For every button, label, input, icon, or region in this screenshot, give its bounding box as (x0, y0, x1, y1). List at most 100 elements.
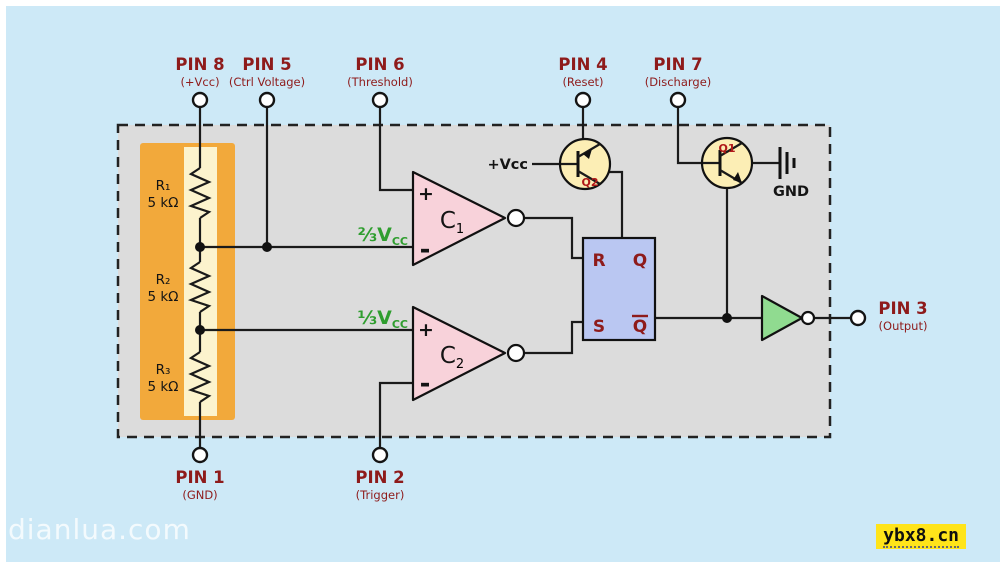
resistor-r2: R₂ 5 kΩ (147, 261, 212, 313)
resistor-r3-symbol (187, 351, 212, 403)
wire-threshold (378, 107, 413, 192)
comparator-c1-name-main: C (440, 208, 456, 234)
comparator-c1-plus: + (418, 183, 434, 205)
wire-discharge (676, 107, 703, 165)
pin6-label: PIN 6 (Threshold) (347, 55, 413, 89)
transistor-q2-collector (577, 170, 601, 185)
frame-left (0, 0, 6, 562)
resistor-r1-value: 5 kΩ (147, 195, 178, 211)
comparator-c2-name-main: C (440, 343, 456, 369)
output-buffer-bubble (800, 310, 816, 326)
pin-terminal-1 (191, 446, 209, 464)
pin4-label: PIN 4 (Reset) (558, 55, 607, 89)
wires (198, 107, 851, 448)
flip-flop-r: R (592, 251, 605, 271)
transistor-q2: Q2 (558, 137, 612, 191)
pin4-name: PIN 4 (558, 55, 607, 74)
pin2-label: PIN 2 (Trigger) (355, 468, 404, 502)
ground-symbol: GND (773, 147, 809, 200)
pin5-label: PIN 5 (Ctrl Voltage) (229, 55, 305, 89)
comparator-c1-output-bubble (506, 208, 526, 228)
resistor-r1-name: R₁ (156, 178, 171, 194)
wire-q2-to-flipflop (608, 170, 624, 238)
transistor-q1-collector (719, 142, 743, 157)
one-third-vcc-label: ⅓VCC (357, 307, 408, 331)
resistor-r3-name: R₃ (156, 362, 171, 378)
flip-flop-body (581, 236, 657, 342)
junction-q1-qbar (722, 313, 732, 323)
comparator-c2-minus: - (420, 369, 431, 399)
pin2-desc: (Trigger) (356, 488, 405, 502)
comparator-c1-name: C1 (440, 208, 464, 237)
pin3-name: PIN 3 (878, 299, 927, 318)
pin7-desc: (Discharge) (645, 75, 712, 89)
transistor-q2-body (558, 137, 612, 191)
comparator-c2: + - C2 (411, 305, 526, 402)
voltage-divider (140, 143, 235, 420)
resistor-r3-value: 5 kΩ (147, 379, 178, 395)
pin1-name: PIN 1 (175, 468, 224, 487)
pin8-desc: (+Vcc) (180, 75, 219, 89)
pin-terminal-5 (258, 91, 276, 109)
flip-flop-s: S (593, 317, 605, 337)
transistor-q1: Q1 (700, 136, 754, 190)
pin-terminal-3 (849, 309, 867, 327)
pin3-label: PIN 3 (Output) (878, 299, 927, 333)
junction-control (262, 242, 272, 252)
junction-one-third (195, 325, 205, 335)
pin-terminal-4 (574, 91, 592, 109)
comparator-c2-output-bubble (506, 343, 526, 363)
pin3-desc: (Output) (879, 319, 928, 333)
flip-flop: R Q S Q (581, 236, 657, 342)
wire-c1-to-r (524, 216, 583, 260)
two-thirds-main: ⅔V (357, 224, 392, 246)
pin2-name: PIN 2 (355, 468, 404, 487)
pin1-desc: (GND) (182, 488, 217, 502)
watermark-ybx8-text: ybx8.cn (883, 525, 959, 548)
flip-flop-qbar: Q (633, 317, 647, 337)
transistor-q1-arrow (733, 172, 742, 183)
comparator-c1: + - C1 (411, 170, 526, 267)
junction-dots (195, 242, 732, 335)
pin8-label: PIN 8 (+Vcc) (175, 55, 224, 89)
transistor-q2-emitter (577, 143, 601, 158)
wire-c2-to-s (524, 320, 583, 355)
resistor-r3: R₃ 5 kΩ (147, 351, 212, 403)
pin4-desc: (Reset) (562, 75, 603, 89)
pin1-label: PIN 1 (GND) (175, 468, 224, 502)
junction-two-thirds (195, 242, 205, 252)
transistor-q2-arrow (583, 149, 592, 159)
comparator-c2-name-sub: 2 (456, 357, 464, 372)
watermark-ybx8: ybx8.cn (876, 524, 966, 549)
resistor-r1: R₁ 5 kΩ (147, 167, 212, 219)
pin5-desc: (Ctrl Voltage) (229, 75, 305, 89)
pin6-desc: (Threshold) (347, 75, 413, 89)
watermark-dianlua: dianlua.com (8, 513, 191, 546)
pin-terminal-8 (191, 91, 209, 109)
one-third-sub: CC (392, 318, 408, 331)
pin-terminals (191, 91, 867, 464)
comparator-c2-body (411, 305, 507, 402)
comparator-c1-body (411, 170, 507, 267)
pin-terminal-2 (371, 446, 389, 464)
gnd-label: GND (773, 184, 809, 200)
resistor-r1-symbol (187, 167, 212, 219)
resistor-r2-symbol (187, 261, 212, 313)
output-buffer (760, 294, 816, 342)
reference-labels: ⅔VCC ⅓VCC (357, 224, 408, 331)
one-third-main: ⅓V (357, 307, 392, 329)
transistor-q1-body (700, 136, 754, 190)
pin7-name: PIN 7 (653, 55, 702, 74)
two-thirds-vcc-label: ⅔VCC (357, 224, 408, 248)
comparator-c1-name-sub: 1 (456, 222, 464, 237)
pin7-label: PIN 7 (Discharge) (645, 55, 712, 89)
frame-top (0, 0, 1000, 6)
resistor-r2-name: R₂ (156, 272, 171, 288)
pin8-name: PIN 8 (175, 55, 224, 74)
pin-terminal-7 (669, 91, 687, 109)
pin6-name: PIN 6 (355, 55, 404, 74)
two-thirds-sub: CC (392, 235, 408, 248)
comparator-c1-minus: - (420, 235, 431, 265)
